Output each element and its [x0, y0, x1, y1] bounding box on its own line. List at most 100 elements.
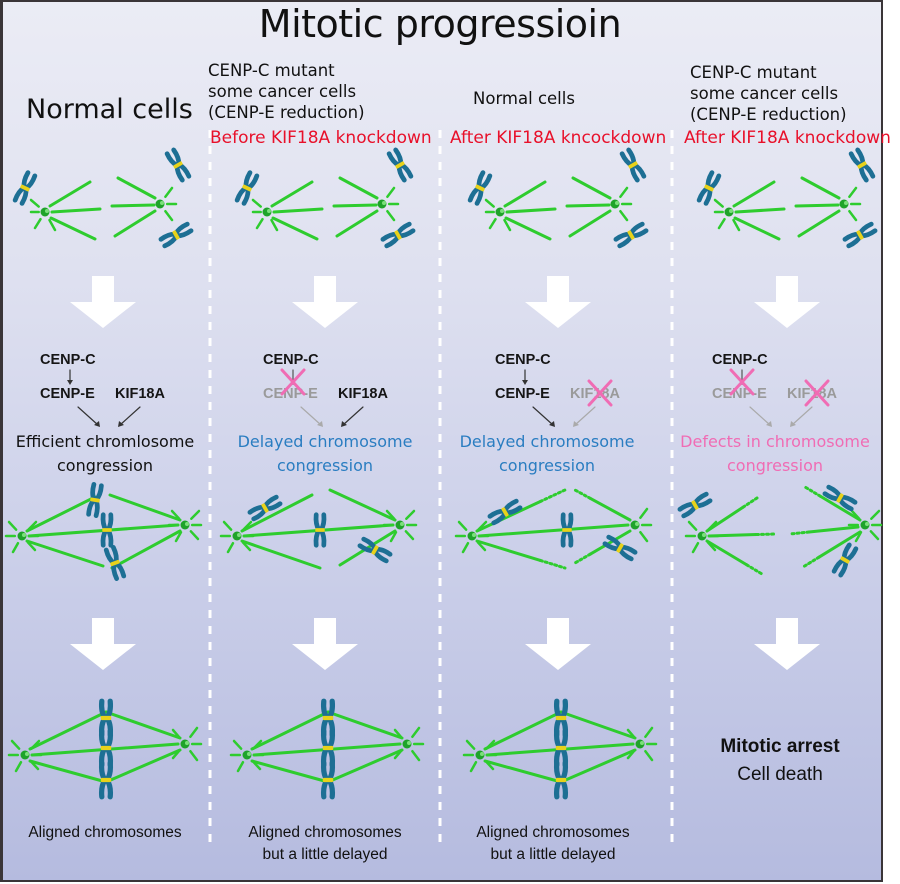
microtubule: [50, 207, 102, 214]
kinetochore: [555, 715, 567, 721]
aster-ray: [469, 760, 478, 773]
pathway-arrowhead: [522, 380, 528, 385]
microtubule: [116, 176, 157, 200]
centrosome: [454, 520, 490, 554]
col4-header-line: some cancer cells: [690, 84, 839, 103]
gene-cenp-e: CENP-E: [40, 386, 95, 402]
centrosome-highlight: [407, 741, 411, 745]
aster-ray: [619, 186, 629, 199]
aster-ray: [488, 217, 497, 230]
aster-ray: [164, 209, 174, 222]
kinetochore: [856, 230, 864, 240]
down-arrow-icon: [70, 276, 136, 328]
microtubule: [559, 710, 637, 740]
aster-ray: [174, 530, 183, 543]
kinetochore: [628, 161, 638, 169]
aster-ray: [870, 509, 881, 520]
kinetochore: [704, 184, 714, 192]
pathway-arrowhead: [94, 421, 100, 427]
centrosome: [626, 726, 658, 762]
chromosome-icon: [380, 221, 416, 249]
aster-ray: [477, 520, 488, 531]
aster-ray: [48, 218, 57, 232]
aster-ray: [848, 209, 858, 222]
col4-header-line: CENP-C mutant: [690, 63, 817, 82]
col2-caption: Aligned chromosomes but a little delayed: [230, 822, 420, 866]
chromosome-icon: [100, 512, 114, 548]
pathway-arrow: [119, 406, 141, 426]
microtubule: [25, 539, 105, 568]
caption-line: Aligned chromosomes: [476, 824, 630, 841]
down-arrow-icon: [70, 618, 136, 670]
outcome-line: congression: [499, 456, 595, 475]
aster-ray: [484, 760, 495, 771]
aster-ray: [404, 530, 415, 541]
aster-ray: [29, 760, 40, 771]
knockout-cross-icon: [804, 379, 830, 407]
microtubule: [705, 539, 749, 567]
cross-stroke: [280, 368, 306, 396]
kinetochore: [475, 184, 485, 192]
down-arrow-icon: [292, 276, 358, 328]
aster-ray: [251, 760, 262, 771]
knockout-cross-icon: [729, 368, 755, 396]
aster-ray: [190, 509, 201, 520]
microtubule: [705, 505, 745, 533]
gene-cenp-c: CENP-C: [263, 352, 319, 368]
gene-kif18a: KIF18A: [787, 386, 837, 402]
centrosome: [713, 198, 741, 232]
pathway-arrow: [532, 406, 554, 426]
outcome-line: Defects in chromosome: [680, 432, 870, 451]
chromosome-icon: [247, 494, 283, 522]
cross-stroke: [729, 368, 755, 396]
aster-ray: [241, 541, 252, 552]
col3-header: Normal cells: [473, 89, 575, 108]
aster-ray: [10, 739, 21, 750]
cross-stroke: [804, 379, 830, 407]
centrosome-highlight: [25, 752, 29, 756]
kinetochore: [172, 230, 180, 240]
microtubule: [475, 539, 542, 562]
centrosome-highlight: [865, 522, 869, 526]
kinetochore: [395, 161, 405, 169]
chromosome-icon: [158, 221, 194, 249]
microtubule: [250, 710, 330, 751]
aster-ray: [732, 218, 741, 232]
cell-death-label: Cell death: [737, 764, 823, 785]
microtubule: [504, 216, 552, 241]
aster-ray: [170, 509, 181, 520]
centrosome-highlight: [615, 201, 619, 205]
microtubule-unstable: [788, 530, 811, 536]
chromosome-icon: [560, 512, 574, 548]
pathway-arrow: [749, 406, 771, 426]
microtubule: [483, 759, 563, 784]
kinetochore: [110, 559, 120, 567]
microtubule-unstable: [573, 488, 592, 500]
kinetochore: [261, 503, 269, 513]
centrosome-highlight: [237, 533, 241, 537]
chromosome-icon: [848, 147, 876, 183]
col2-header-line: some cancer cells: [208, 82, 357, 101]
down-arrow-icon: [525, 276, 591, 328]
mitotic-arrest-label: Mitotic arrest: [720, 736, 840, 757]
kinetochore: [100, 777, 112, 783]
aster-ray: [386, 209, 396, 222]
kinetochore: [371, 545, 379, 555]
col1-header: Normal cells: [26, 94, 193, 125]
chromosome-icon: [320, 728, 336, 768]
col4-final-result: Mitotic arrest Cell death: [685, 733, 875, 789]
microtubule: [28, 759, 108, 784]
microtubule: [335, 209, 379, 238]
microtubule: [732, 180, 776, 208]
aster-ray: [270, 218, 279, 232]
aster-ray: [7, 520, 18, 531]
kinetochore: [857, 161, 867, 169]
chromosome-icon: [234, 170, 260, 206]
col1-outcome: Efficient chromlosome congression: [10, 430, 200, 478]
microtubule: [565, 203, 611, 208]
aster-ray: [485, 739, 496, 750]
microtubule: [818, 494, 862, 522]
aster-ray: [850, 509, 861, 520]
gene-kif18a: KIF18A: [338, 386, 388, 402]
centrosome-highlight: [844, 201, 848, 205]
